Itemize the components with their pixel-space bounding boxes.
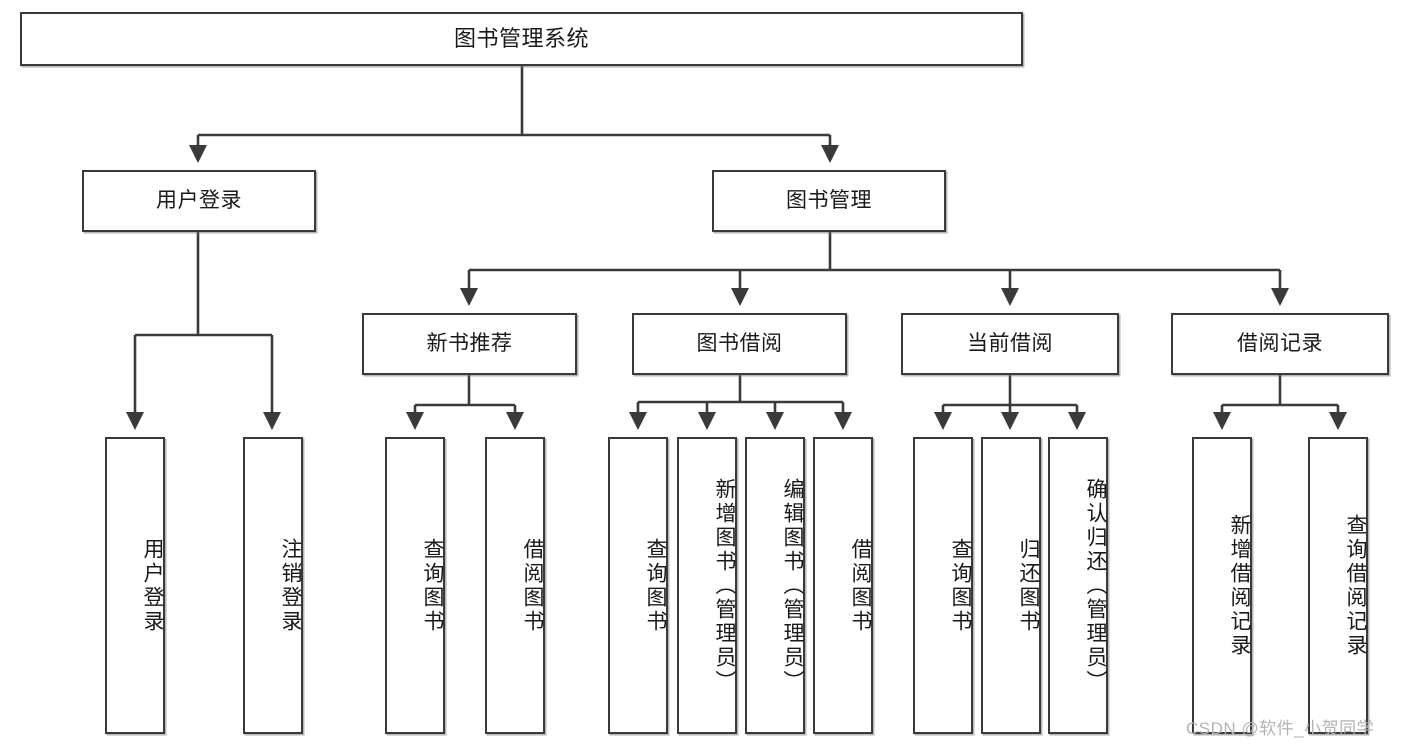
node-new-book-recommend[interactable]: 新书推荐 <box>362 313 577 375</box>
node-leaf-logout-login[interactable]: 注销登录 <box>243 437 303 734</box>
node-current-borrow[interactable]: 当前借阅 <box>901 313 1119 375</box>
node-leaf-return-book[interactable]: 归还图书 <box>981 437 1041 734</box>
leaf-label: 用户登录 <box>141 537 164 634</box>
node-book-management[interactable]: 图书管理 <box>712 170 946 232</box>
leaf-label: 查询图书 <box>644 537 667 634</box>
leaf-label: 查询借阅记录 <box>1344 513 1367 658</box>
node-borrow-record[interactable]: 借阅记录 <box>1171 313 1389 375</box>
node-root-system[interactable]: 图书管理系统 <box>20 12 1023 66</box>
node-user-login[interactable]: 用户登录 <box>82 170 316 232</box>
node-book-borrow[interactable]: 图书借阅 <box>632 313 847 375</box>
csdn-watermark: CSDN @软件_小贺同学 <box>1186 719 1375 738</box>
leaf-label: 借阅图书 <box>521 537 544 634</box>
node-leaf-query-book-3[interactable]: 查询图书 <box>913 437 973 734</box>
node-leaf-add-record[interactable]: 新增借阅记录 <box>1192 437 1252 734</box>
node-leaf-borrow-book-2[interactable]: 借阅图书 <box>813 437 873 734</box>
leaf-label: 借阅图书 <box>849 537 872 634</box>
node-leaf-borrow-book-1[interactable]: 借阅图书 <box>485 437 545 734</box>
node-leaf-edit-book[interactable]: 编辑图书（管理员） <box>745 437 805 734</box>
node-leaf-confirm-return[interactable]: 确认归还（管理员） <box>1048 437 1108 734</box>
leaf-label: 注销登录 <box>279 537 302 634</box>
leaf-label: 新增图书（管理员） <box>713 477 736 694</box>
leaf-label: 新增借阅记录 <box>1228 513 1251 658</box>
leaf-label: 归还图书 <box>1017 537 1040 634</box>
node-leaf-query-record[interactable]: 查询借阅记录 <box>1308 437 1368 734</box>
node-leaf-query-book-2[interactable]: 查询图书 <box>608 437 668 734</box>
leaf-label: 查询图书 <box>949 537 972 634</box>
node-leaf-add-book[interactable]: 新增图书（管理员） <box>677 437 737 734</box>
leaf-label: 查询图书 <box>421 537 444 634</box>
node-leaf-user-login[interactable]: 用户登录 <box>105 437 165 734</box>
leaf-label: 确认归还（管理员） <box>1084 477 1107 694</box>
leaf-label: 编辑图书（管理员） <box>781 477 804 694</box>
node-leaf-query-book-1[interactable]: 查询图书 <box>385 437 445 734</box>
